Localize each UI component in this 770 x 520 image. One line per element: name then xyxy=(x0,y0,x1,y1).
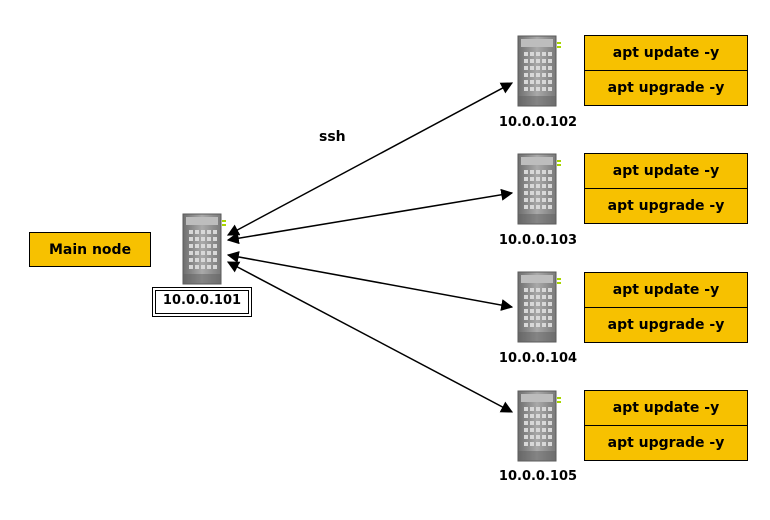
main-server-icon xyxy=(182,213,227,285)
cmd-upgrade-102: apt upgrade -y xyxy=(584,70,748,106)
ssh-arrow-102 xyxy=(226,82,514,236)
ssh-label: ssh xyxy=(319,129,346,145)
ssh-arrow-103 xyxy=(226,188,514,245)
cmd-update-104: apt update -y xyxy=(584,272,748,308)
ssh-arrow-104 xyxy=(226,251,514,311)
main-node-ip: 10.0.0.101 xyxy=(152,287,252,317)
ssh-arrow-105 xyxy=(226,261,514,413)
server-icon-103 xyxy=(517,153,562,225)
cmd-upgrade-105: apt upgrade -y xyxy=(584,425,748,461)
node-ip-102: 10.0.0.102 xyxy=(498,115,578,130)
node-ip-104: 10.0.0.104 xyxy=(498,351,578,366)
node-ip-105: 10.0.0.105 xyxy=(498,469,578,484)
cmd-update-105: apt update -y xyxy=(584,390,748,426)
server-icon-104 xyxy=(517,271,562,343)
server-icon-105 xyxy=(517,390,562,462)
cmd-update-102: apt update -y xyxy=(584,35,748,71)
cmd-update-103: apt update -y xyxy=(584,153,748,189)
main-node-label: Main node xyxy=(29,232,151,267)
cmd-upgrade-104: apt upgrade -y xyxy=(584,307,748,343)
cmd-upgrade-103: apt upgrade -y xyxy=(584,188,748,224)
node-ip-103: 10.0.0.103 xyxy=(498,233,578,248)
server-icon-102 xyxy=(517,35,562,107)
